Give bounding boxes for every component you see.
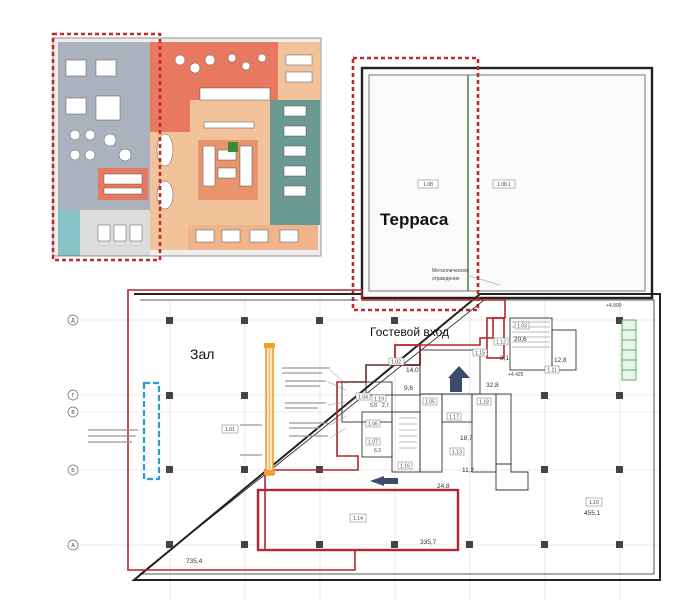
annotation-metal-fence-2: ограждение [432,276,460,282]
room-tag-hall: 1.01 [225,427,235,433]
area-6-3: 6,3 [374,448,381,454]
area-12-8: 12,8 [554,357,567,364]
area-20-6: 20,6 [514,336,527,343]
room-tag-103: 1.03 [517,324,527,330]
guest-entrance-label: Гостевой вход [370,325,449,339]
blue-dashed-zone [142,381,161,481]
terrace-label: Терраса [380,210,449,229]
stair-hatch [399,321,550,449]
core-rooms [341,317,577,491]
area-values: 735,4 455,1 335,7 14,0 9,6 32,8 20,6 12,… [186,336,601,565]
lower-room-outline [256,488,460,552]
annotation-metal-fence-1: Металлическое [432,268,468,274]
area-lower-room: 335,7 [420,539,437,546]
room-tag-terrace-b: 1.08.1 [497,182,511,188]
level-stair: +4,425 [508,372,524,378]
entrance-arrow-up [448,366,470,392]
room-tags: 1.01 1.10 1.14 1.02 1.15 1.03 1.12 1.11 … [221,321,603,523]
area-5-8: 5,8 [370,403,377,409]
area-32-8: 32,8 [486,382,499,389]
room-tag-hall-right: 1.10 [589,500,599,506]
area-24-8: 24,8 [437,483,450,490]
furniture-layout-thumbnail [52,37,322,257]
axis-label-v: В [71,410,75,416]
room-tag-106: 1.06 [368,422,378,428]
room-tag-118: 1.18 [479,400,489,406]
room-tag-111: 1.11 [547,368,557,374]
building-walls [131,293,661,581]
level-marks: +4,900 +4,425 [508,303,622,378]
room-tag-terrace-a: 1.08 [423,182,433,188]
ramp [621,319,637,381]
room-tag-119: 1.19 [374,397,384,403]
axis-labels: Д Г В Б А [67,314,79,551]
room-tag-113: 1.13 [452,450,462,456]
room-tag-102: 1.02 [391,360,401,366]
room-tag-105: 1.05 [425,400,435,406]
area-18-7: 18,7 [460,435,473,442]
axis-label-d: Д [71,318,75,324]
entrance-arrow-left [370,476,398,486]
area-11-2: 11,2 [462,467,475,474]
hall-label: Зал [190,346,214,362]
thumbnail-highlight-dashed [51,32,162,262]
terrace-area: 1.08 1.08.1 Металлическое ограждение [360,66,654,300]
area-9-6: 9,6 [404,385,413,392]
axis-label-a: А [71,543,75,549]
annotation-text-lines [88,367,330,456]
beam-element [264,343,275,476]
room-tag-lower: 1.14 [353,516,363,522]
room-tag-104: 1.04 [358,395,368,401]
area-8-1: 8,1 [500,355,509,362]
area-hall-right: 455,1 [584,510,601,517]
level-entry: +4,900 [606,303,622,309]
area-14: 14,0 [406,367,419,374]
leader-lines [327,369,347,439]
room-tag-116: 1.16 [400,464,410,470]
area-hall: 735,4 [186,558,203,565]
columns [166,317,623,548]
area-2-7: 2,7 [382,403,389,409]
axis-label-g: Г [72,393,75,399]
room-tag-117: 1.17 [449,415,459,421]
room-tag-107: 1.07 [368,440,378,446]
room-tag-112: 1.12 [496,340,506,346]
room-tag-115: 1.15 [475,351,485,357]
axis-label-b: Б [71,468,75,474]
